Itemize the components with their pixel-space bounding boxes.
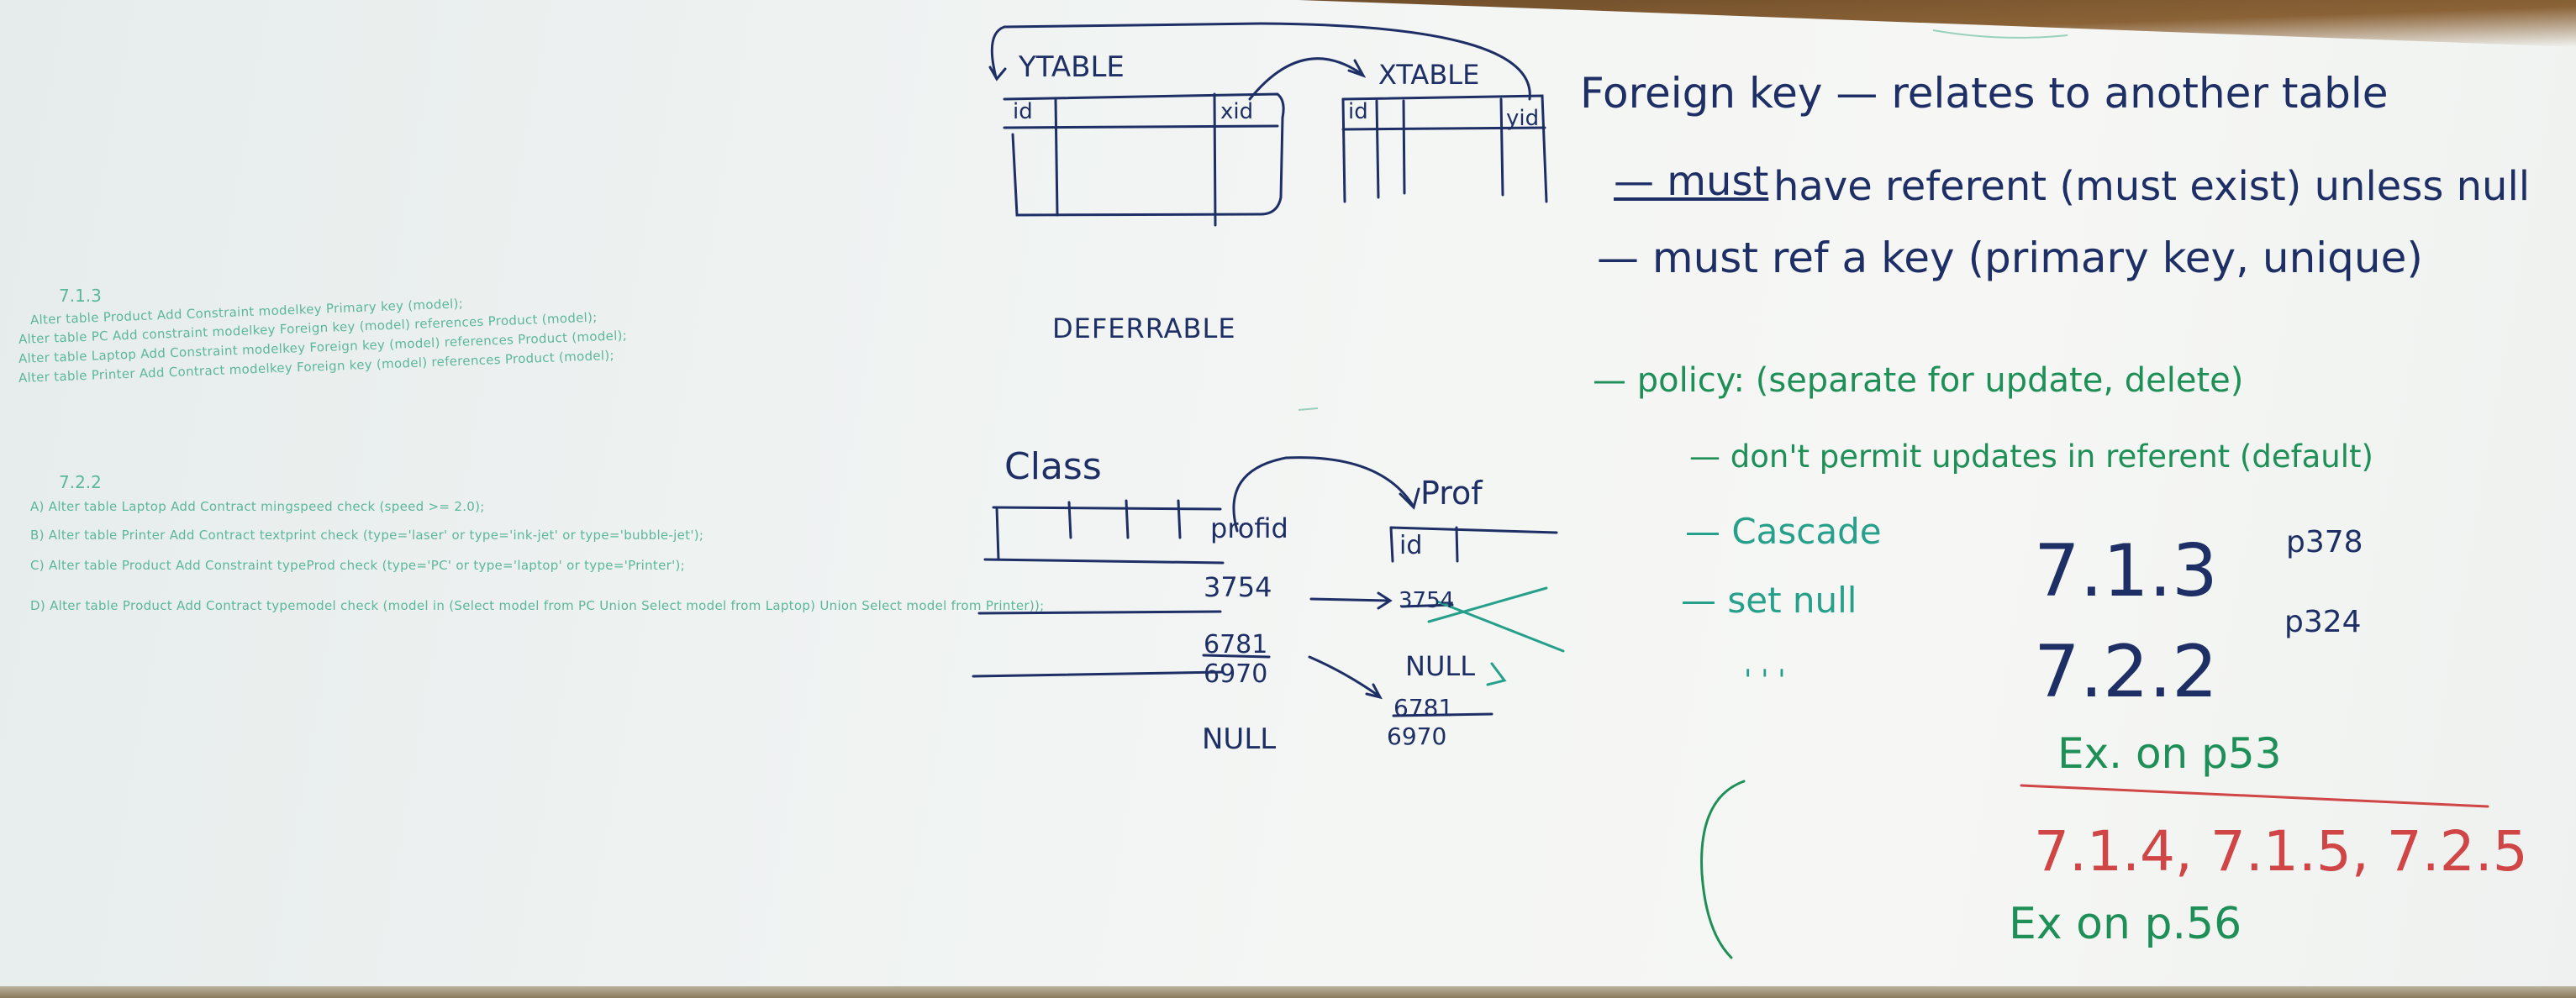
ytable-col-id: id [1013,99,1033,124]
note-line: B) Alter table Printer Add Contract text… [30,528,704,543]
note-heading-722: 7.2.2 [59,472,102,492]
class-label: Class [1004,445,1102,488]
ytable-divider [1054,97,1059,217]
note-line: D) Alter table Product Add Contract type… [30,598,1045,613]
note-heading-713: 7.1.3 [59,286,102,306]
red-underline [2020,784,2489,808]
xtable-col-yid: yid [1506,106,1540,131]
class-value: 3754 [1204,571,1272,603]
exercise-713-page: p378 [2286,525,2363,559]
ytable-outline [1003,92,1285,217]
ditto-marks: ' ' ' [1744,664,1786,697]
fk-arrow-y-to-x [1248,57,1363,101]
note-line: A) Alter table Laptop Add Contract mings… [30,499,485,514]
policy-option-default: — don't permit updates in referent (defa… [1689,439,2373,475]
class-to-prof-arrow [1232,456,1414,533]
fk-bullet-must: — must [1614,158,1769,205]
class-value: 6970 [1204,659,1268,689]
xtable-divider [1375,99,1380,199]
arrow-3754 [1309,597,1390,602]
ex-on-p56: Ex on p.56 [2009,899,2242,949]
deferrable-label: DEFERRABLE [1052,313,1236,344]
exercise-bracket [1700,780,1746,959]
setnull-arrow [1486,662,1507,686]
class-row-line [977,610,1222,615]
xtable-outline [1341,94,1548,203]
class-row-top [992,506,1222,511]
xtable-divider [1341,97,1346,203]
class-row-line [972,670,1225,678]
class-value: 6781 [1204,630,1268,659]
class-value: NULL [1202,722,1277,756]
marker-tray [0,986,2576,998]
class-row-bottom [983,558,1225,565]
ytable-col-xid: xid [1220,99,1254,124]
class-divider [995,506,1000,561]
exercise-722-page: p324 [2284,605,2362,639]
cascade-cross [1436,600,1565,653]
exercise-713: 7.1.3 [2034,529,2218,613]
fk-bullet-referent: have referent (must exist) unless null [1773,163,2531,210]
policy-option-cascade: — Cascade [1685,511,1882,552]
prof-value: 3754 [1399,588,1455,613]
prof-label: Prof [1420,475,1483,512]
prof-value: 6970 [1387,722,1447,750]
prof-divider [1389,526,1394,563]
prof-value: 6781 [1393,694,1454,722]
class-col-profid: profid [1210,512,1288,544]
arrow-6970 [1308,655,1380,697]
prof-value: NULL [1405,650,1476,682]
policy-option-setnull: — set null [1681,580,1857,621]
red-exercises: 7.1.4, 7.1.5, 7.2.5 [2034,819,2528,884]
note-line: C) Alter table Product Add Constraint ty… [30,558,686,573]
xtable-col-id: id [1348,99,1368,124]
ytable-divider [1213,92,1217,227]
xtable-label: XTABLE [1378,59,1480,91]
fk-bullet-key: — must ref a key (primary key, unique) [1597,234,2423,282]
exercise-722: 7.2.2 [2034,630,2218,714]
fk-title: Foreign key — relates to another table [1580,69,2389,118]
prof-col-id: id [1399,531,1423,560]
policy-line: — policy: (separate for update, delete) [1593,361,2244,400]
ex-on-p53: Ex. on p53 [2057,729,2282,778]
ytable-label: YTABLE [1019,50,1125,84]
ytable-rowline [1003,124,1279,129]
prof-row-top [1389,526,1558,534]
fk-arrow-x-to-y [990,22,1531,101]
xtable-divider [1499,97,1504,197]
